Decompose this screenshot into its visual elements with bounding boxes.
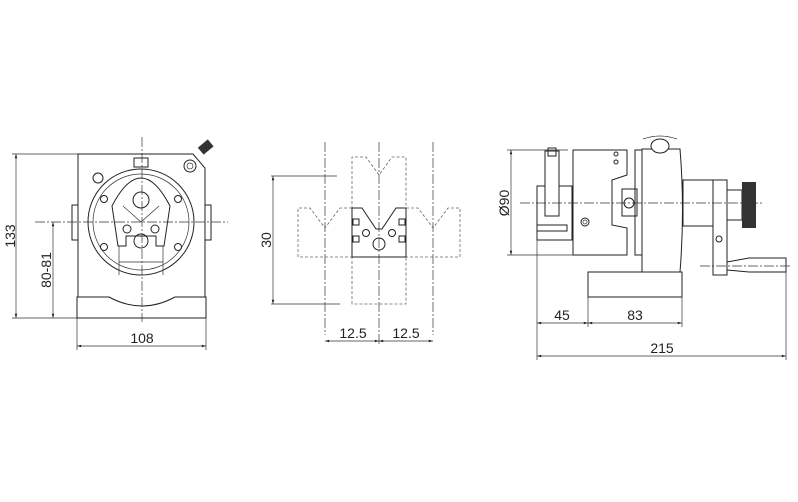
side-boss-right — [204, 204, 212, 241]
vblock-active — [351, 207, 407, 258]
dimension-label-30: 30 — [258, 232, 274, 248]
dimension-label-83: 83 — [627, 307, 643, 323]
center-hole — [133, 233, 149, 249]
dimension-label-12-5-right: 12.5 — [392, 325, 419, 341]
side-view — [520, 135, 790, 298]
main-housing — [641, 148, 683, 273]
vblock-lower-position — [297, 207, 461, 258]
front-base — [76, 296, 207, 319]
dimension-label-133: 133 — [2, 224, 18, 248]
dimension-label-45: 45 — [554, 307, 570, 323]
vblock-upper-position — [351, 156, 407, 305]
knurled-knob — [742, 182, 756, 228]
collet-holder — [111, 177, 171, 247]
vblock-view — [297, 142, 461, 345]
front-view — [35, 137, 228, 322]
chuck-body — [572, 149, 628, 256]
vblock-dimensions: 30 12.5 12.5 — [258, 175, 433, 343]
crank-arm — [712, 179, 728, 276]
collet-jaw — [544, 150, 560, 217]
index-lock — [621, 188, 638, 217]
side-base — [587, 271, 683, 298]
top-knob — [650, 138, 670, 154]
dimension-label-diameter: Ø90 — [496, 190, 512, 217]
top-screw — [133, 157, 149, 168]
side-boss-left — [71, 204, 79, 241]
front-hole — [92, 172, 104, 184]
crank-handle — [726, 257, 787, 273]
dimension-label-215: 215 — [650, 340, 674, 356]
front-dimensions: 133 80-81 108 — [2, 153, 207, 350]
dimension-label-108: 108 — [130, 330, 154, 346]
dimension-label-12-5-left: 12.5 — [339, 325, 366, 341]
side-dimensions: Ø90 45 83 215 — [496, 149, 787, 360]
front-body-outline — [77, 153, 206, 297]
collet-bore — [132, 191, 150, 209]
dimension-label-80-81: 80-81 — [38, 252, 54, 288]
clamp-knob-icon — [183, 139, 214, 173]
